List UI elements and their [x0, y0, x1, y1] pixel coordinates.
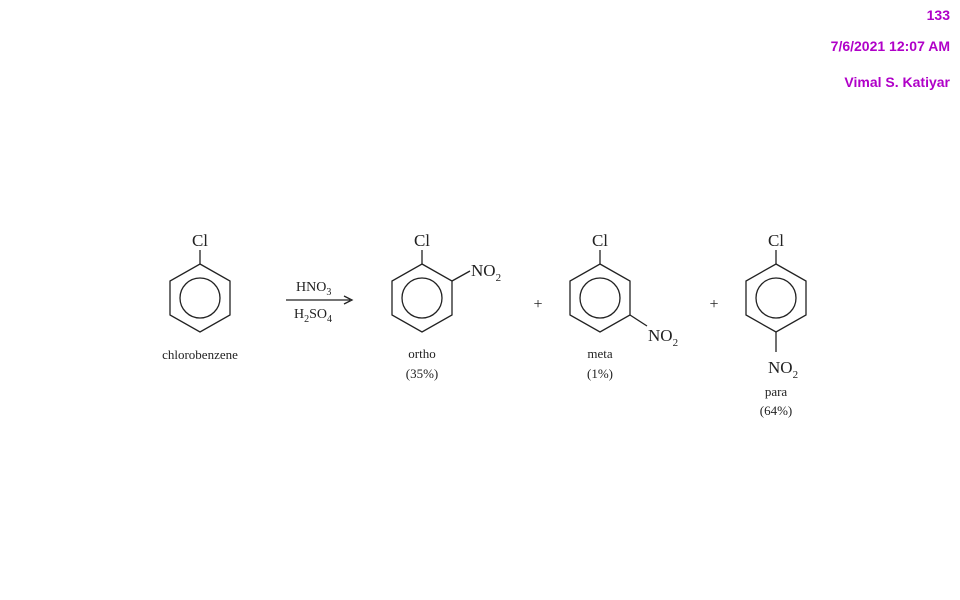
para-yield: (64%): [760, 403, 793, 418]
aromatic-circle: [755, 277, 797, 319]
benzene-ring: [745, 263, 807, 333]
c-no2-bond: [629, 314, 648, 327]
benzene-ring: [391, 263, 453, 333]
nitro-label: NO2: [471, 261, 501, 284]
para-product-structure: Cl NO2 para (64%): [745, 231, 807, 418]
timestamp: 7/6/2021 12:07 AM: [830, 38, 950, 54]
benzene-ring: [569, 263, 631, 333]
chlorobenzene-structure: Cl chlorobenzene: [162, 231, 238, 362]
para-name: para: [765, 384, 788, 399]
author-name: Vimal S. Katiyar: [844, 74, 950, 90]
page-number: 133: [926, 7, 950, 23]
nitro-label: NO2: [768, 358, 798, 381]
meta-name: meta: [587, 346, 612, 361]
chlorine-label: Cl: [768, 231, 784, 250]
plus-sign: +: [709, 296, 718, 313]
reactant-name: chlorobenzene: [162, 347, 238, 362]
c-no2-bond: [451, 270, 471, 282]
benzene-ring: [169, 263, 231, 333]
plus-sign: +: [533, 296, 542, 313]
ortho-name: ortho: [408, 346, 435, 361]
arrow-head: [343, 295, 354, 305]
chlorine-label: Cl: [592, 231, 608, 250]
reaction-arrow: HNO3 H2SO4: [286, 280, 354, 325]
aromatic-circle: [179, 277, 221, 319]
meta-product-structure: Cl NO2 meta (1%): [569, 231, 678, 381]
reagent-bottom: H2SO4: [294, 307, 332, 325]
nitro-label: NO2: [648, 326, 678, 349]
meta-yield: (1%): [587, 366, 613, 381]
aromatic-circle: [401, 277, 443, 319]
ortho-product-structure: Cl NO2 ortho (35%): [391, 231, 501, 381]
aromatic-circle: [579, 277, 621, 319]
ortho-yield: (35%): [406, 366, 439, 381]
chlorine-label: Cl: [192, 231, 208, 250]
reagent-top: HNO3: [296, 280, 331, 298]
chlorine-label: Cl: [414, 231, 430, 250]
